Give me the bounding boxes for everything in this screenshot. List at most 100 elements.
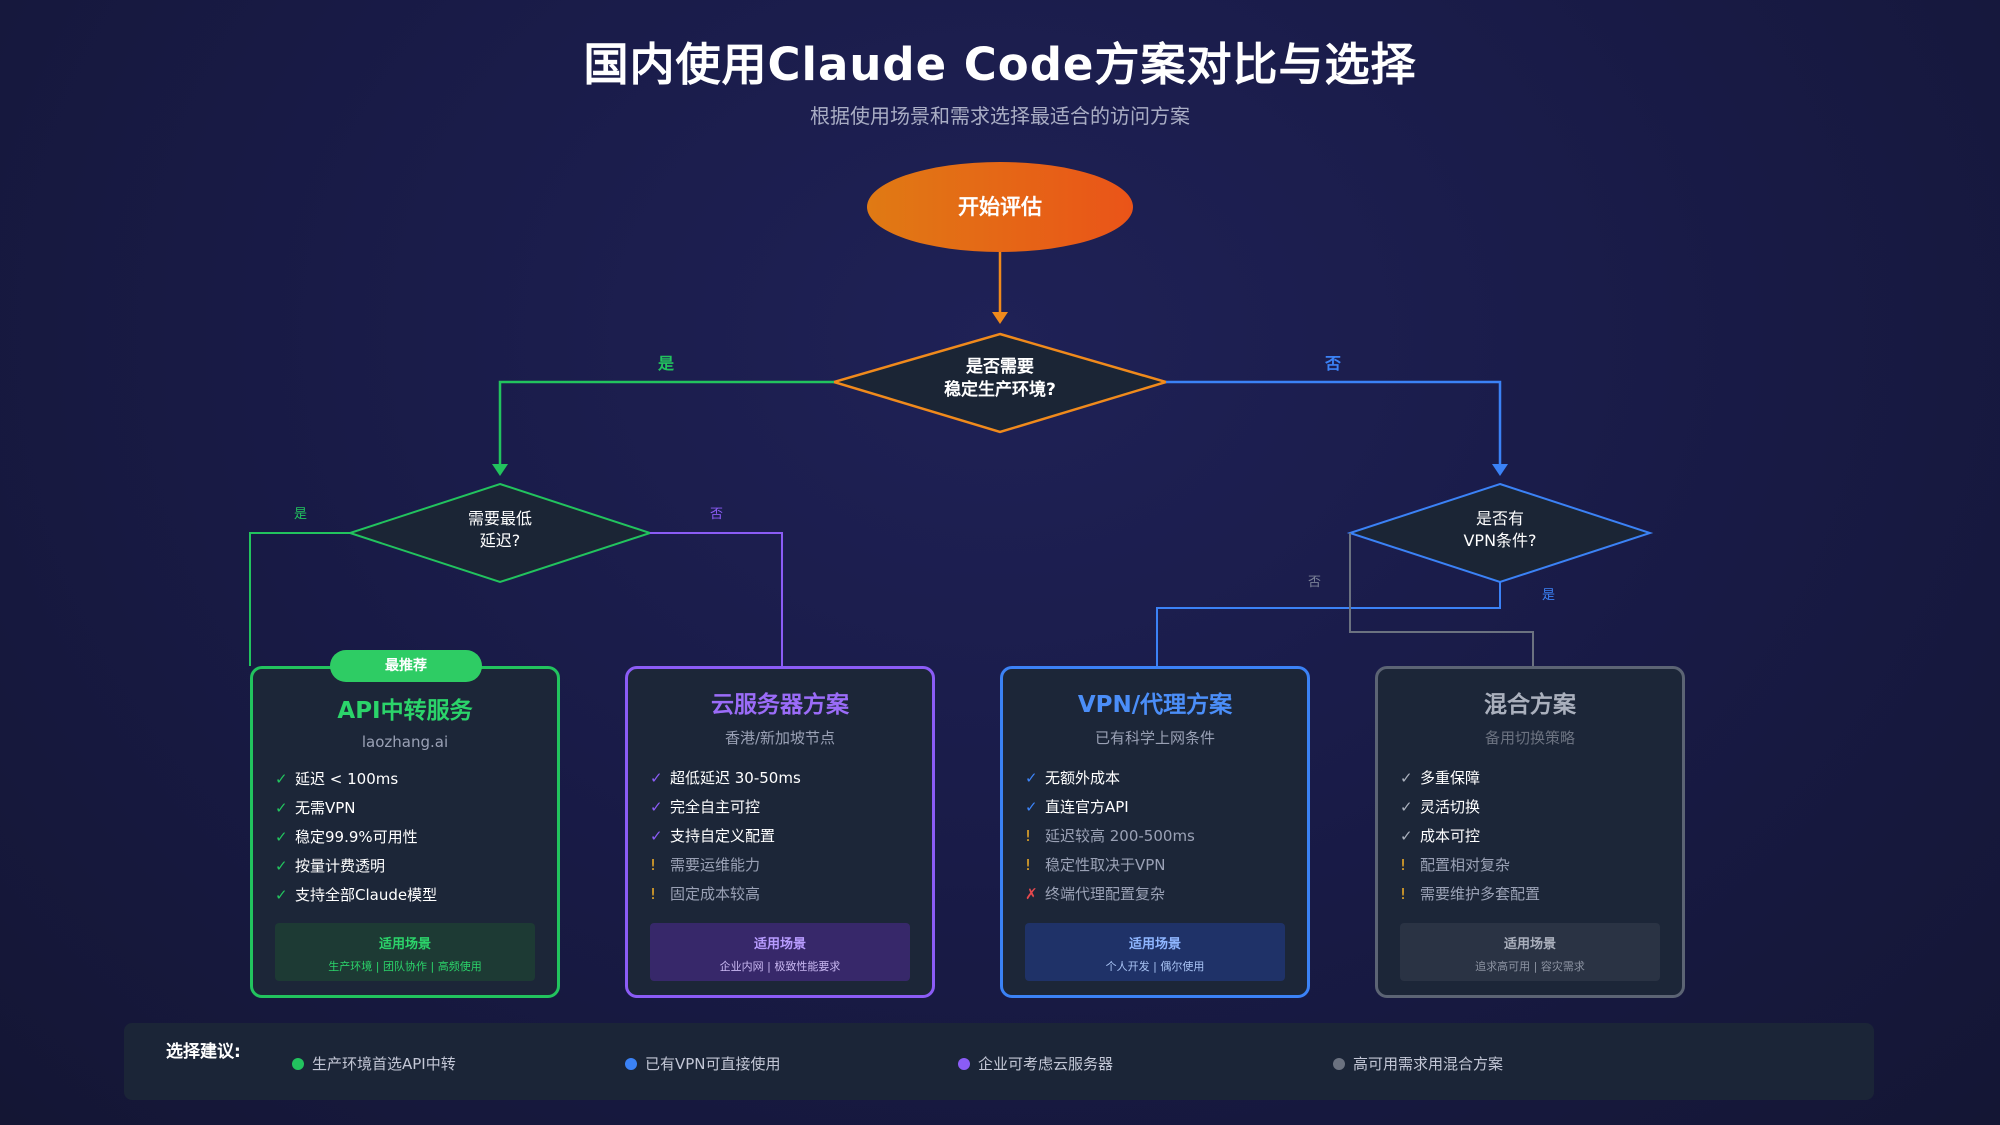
- feature-item: ✓无额外成本: [1025, 764, 1307, 793]
- card-vpn-proxy: VPN/代理方案 已有科学上网条件 ✓无额外成本 ✓直连官方API !延迟较高 …: [1000, 666, 1310, 998]
- card-title: API中转服务: [337, 698, 473, 724]
- green-dot-icon: [292, 1058, 304, 1070]
- check-icon: ✓: [275, 799, 288, 817]
- feature-item: ✓无需VPN: [275, 794, 557, 823]
- edge-latency-yes: [249, 532, 350, 666]
- feature-item: ✓超低延迟 30-50ms: [650, 764, 932, 793]
- card-cloud-server: 云服务器方案 香港/新加坡节点 ✓超低延迟 30-50ms ✓完全自主可控 ✓支…: [625, 666, 935, 998]
- edge-vpn-yes: [1156, 582, 1501, 666]
- selection-advice-bar: 选择建议: 生产环境首选API中转 已有VPN可直接使用 企业可考虑云服务器 高…: [124, 1023, 1874, 1100]
- scene-desc: 生产环境 | 团队协作 | 高频使用: [328, 960, 482, 973]
- edge-label-vpn-no: 否: [1308, 575, 1322, 590]
- feature-item: !延迟较高 200-500ms: [1025, 822, 1307, 851]
- edge-latency-no: [650, 532, 783, 666]
- feature-item: !需要维护多套配置: [1400, 880, 1682, 909]
- warning-icon: !: [650, 856, 657, 874]
- edge-label-main-yes: 是: [658, 354, 675, 373]
- decision-latency-node: [346, 482, 654, 584]
- advice-item: 企业可考虑云服务器: [958, 1053, 1113, 1074]
- check-icon: ✓: [1400, 769, 1413, 787]
- decision-vpn-label: 是否有 VPN条件?: [1463, 509, 1537, 550]
- feature-item: ✓按量计费透明: [275, 852, 557, 881]
- check-icon: ✓: [275, 828, 288, 846]
- feature-item: ✓直连官方API: [1025, 793, 1307, 822]
- scene-title: 适用场景: [1128, 937, 1181, 952]
- purple-dot-icon: [958, 1058, 970, 1070]
- feature-item: !需要运维能力: [650, 851, 932, 880]
- decision-main-label: 是否需要 稳定生产环境?: [944, 357, 1056, 400]
- feature-item: !稳定性取决于VPN: [1025, 851, 1307, 880]
- feature-item: ✓支持自定义配置: [650, 822, 932, 851]
- cross-icon: ✗: [1025, 885, 1038, 903]
- scene-box: 适用场景 追求高可用 | 容灾需求: [1400, 923, 1660, 981]
- warning-icon: !: [1400, 856, 1407, 874]
- check-icon: ✓: [275, 857, 288, 875]
- advice-item: 高可用需求用混合方案: [1333, 1053, 1503, 1074]
- scene-title: 适用场景: [378, 937, 431, 952]
- decision-latency-label: 需要最低 延迟?: [467, 509, 532, 550]
- advice-label: 选择建议:: [166, 1042, 241, 1062]
- card-api-relay: API中转服务 laozhang.ai ✓延迟 < 100ms ✓无需VPN ✓…: [250, 666, 560, 998]
- start-node: [867, 162, 1133, 252]
- recommended-badge: 最推荐: [330, 650, 482, 682]
- warning-icon: !: [1025, 856, 1032, 874]
- card-title: 云服务器方案: [711, 692, 849, 718]
- decision-main-node: [829, 332, 1171, 434]
- edge-label-vpn-yes: 是: [1542, 588, 1556, 603]
- check-icon: ✓: [650, 798, 663, 816]
- feature-item: ✓多重保障: [1400, 764, 1682, 793]
- feature-list: ✓延迟 < 100ms ✓无需VPN ✓稳定99.9%可用性 ✓按量计费透明 ✓…: [253, 765, 557, 910]
- scene-title: 适用场景: [753, 937, 806, 952]
- check-icon: ✓: [1400, 798, 1413, 816]
- feature-item: ✓完全自主可控: [650, 793, 932, 822]
- edge-main-no: [1166, 380, 1502, 465]
- card-hybrid: 混合方案 备用切换策略 ✓多重保障 ✓灵活切换 ✓成本可控 !配置相对复杂 !需…: [1375, 666, 1685, 998]
- card-subtitle: 已有科学上网条件: [1094, 729, 1215, 747]
- feature-item: ✓稳定99.9%可用性: [275, 823, 557, 852]
- check-icon: ✓: [1025, 769, 1038, 787]
- advice-item: 生产环境首选API中转: [292, 1053, 456, 1074]
- scene-desc: 企业内网 | 极致性能要求: [719, 960, 841, 973]
- scene-desc: 追求高可用 | 容灾需求: [1475, 960, 1585, 973]
- arrow-head: [492, 464, 508, 476]
- edge-label-main-no: 否: [1325, 354, 1342, 373]
- feature-item: ✓支持全部Claude模型: [275, 881, 557, 910]
- scene-title: 适用场景: [1503, 937, 1556, 952]
- card-subtitle: 备用切换策略: [1484, 729, 1575, 747]
- scene-box: 适用场景 生产环境 | 团队协作 | 高频使用: [275, 923, 535, 981]
- check-icon: ✓: [1025, 798, 1038, 816]
- feature-list: ✓无额外成本 ✓直连官方API !延迟较高 200-500ms !稳定性取决于V…: [1003, 764, 1307, 909]
- blue-dot-icon: [625, 1058, 637, 1070]
- check-icon: ✓: [650, 827, 663, 845]
- feature-list: ✓超低延迟 30-50ms ✓完全自主可控 ✓支持自定义配置 !需要运维能力 !…: [628, 764, 932, 909]
- edge-vpn-no: [1349, 533, 1534, 666]
- page-title: 国内使用Claude Code方案对比与选择: [583, 38, 1417, 91]
- page-subtitle: 根据使用场景和需求选择最适合的访问方案: [810, 104, 1190, 128]
- check-icon: ✓: [275, 770, 288, 788]
- gray-dot-icon: [1333, 1058, 1345, 1070]
- feature-list: ✓多重保障 ✓灵活切换 ✓成本可控 !配置相对复杂 !需要维护多套配置: [1378, 764, 1682, 909]
- check-icon: ✓: [650, 769, 663, 787]
- card-subtitle: laozhang.ai: [361, 733, 449, 751]
- scene-box: 适用场景 企业内网 | 极致性能要求: [650, 923, 910, 981]
- scene-desc: 个人开发 | 偶尔使用: [1105, 960, 1205, 973]
- start-node-label: 开始评估: [958, 195, 1042, 219]
- arrow-head: [992, 312, 1008, 324]
- edge-main-yes: [498, 380, 834, 465]
- check-icon: ✓: [275, 886, 288, 904]
- edge-label-latency-yes: 是: [294, 507, 308, 522]
- feature-item: ✓成本可控: [1400, 822, 1682, 851]
- arrow-head: [1492, 464, 1508, 476]
- feature-item: ✓灵活切换: [1400, 793, 1682, 822]
- warning-icon: !: [1400, 885, 1407, 903]
- warning-icon: !: [1025, 827, 1032, 845]
- feature-item: ✓延迟 < 100ms: [275, 765, 557, 794]
- edge-label-latency-no: 否: [710, 507, 724, 522]
- advice-item: 已有VPN可直接使用: [625, 1053, 781, 1074]
- card-title: VPN/代理方案: [1077, 692, 1233, 718]
- card-title: 混合方案: [1484, 692, 1576, 718]
- feature-item: !配置相对复杂: [1400, 851, 1682, 880]
- card-subtitle: 香港/新加坡节点: [724, 729, 836, 747]
- check-icon: ✓: [1400, 827, 1413, 845]
